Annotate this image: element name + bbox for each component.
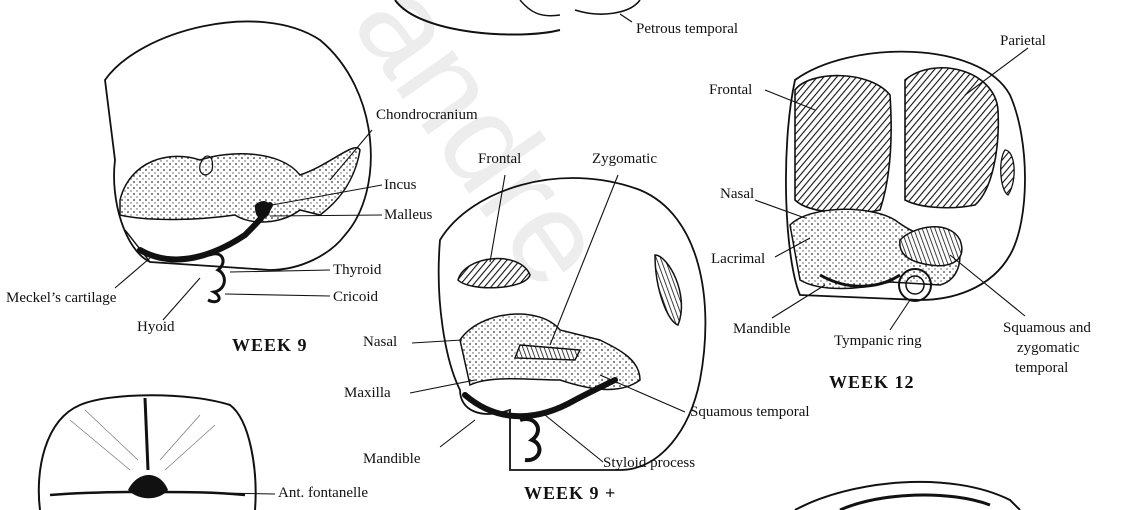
stage-label-week9plus: WEEK 9 + [524,484,616,502]
label-nasal-week12: Nasal [720,187,754,202]
label-frontal-week9plus: Frontal [478,152,521,167]
week12-skull [786,52,1025,301]
stage-label-week9: WEEK 9 [232,336,308,354]
label-incus: Incus [384,178,417,193]
stage-label-week12: WEEK 12 [829,373,915,391]
week9plus-leader-lines [410,175,685,462]
label-chondrocranium: Chondrocranium [376,108,478,123]
label-thyroid: Thyroid [333,263,381,278]
label-petrous-temporal: Petrous temporal [636,22,738,37]
label-lacrimal: Lacrimal [711,252,765,267]
label-mandible-week12: Mandible [733,322,791,337]
week9-skull [105,21,371,301]
label-malleus: Malleus [384,208,432,223]
bottom-right-skull-fragment [795,482,1020,510]
label-ant-fontanelle: Ant. fontanelle [278,486,368,501]
label-squamous-zygomatic-1: Squamous and [1003,321,1091,336]
label-squamous-temporal: Squamous temporal [690,405,810,420]
label-squamous-zygomatic-3: temporal [1015,361,1068,376]
label-styloid-process: Styloid process [603,456,695,471]
week9plus-skull [439,178,706,470]
label-parietal: Parietal [1000,34,1046,49]
top-skull-fragment [395,0,640,35]
label-hyoid: Hyoid [137,320,175,335]
label-meckels-cartilage: Meckel’s cartilage [6,291,116,306]
label-zygomatic: Zygomatic [592,152,657,167]
label-maxilla: Maxilla [344,386,391,401]
label-tympanic-ring: Tympanic ring [834,334,922,349]
label-mandible-week9plus: Mandible [363,452,421,467]
label-squamous-zygomatic-2: zygomatic [1017,341,1079,356]
label-nasal-week9plus: Nasal [363,335,397,350]
label-frontal-week12: Frontal [709,83,752,98]
label-cricoid: Cricoid [333,290,378,305]
